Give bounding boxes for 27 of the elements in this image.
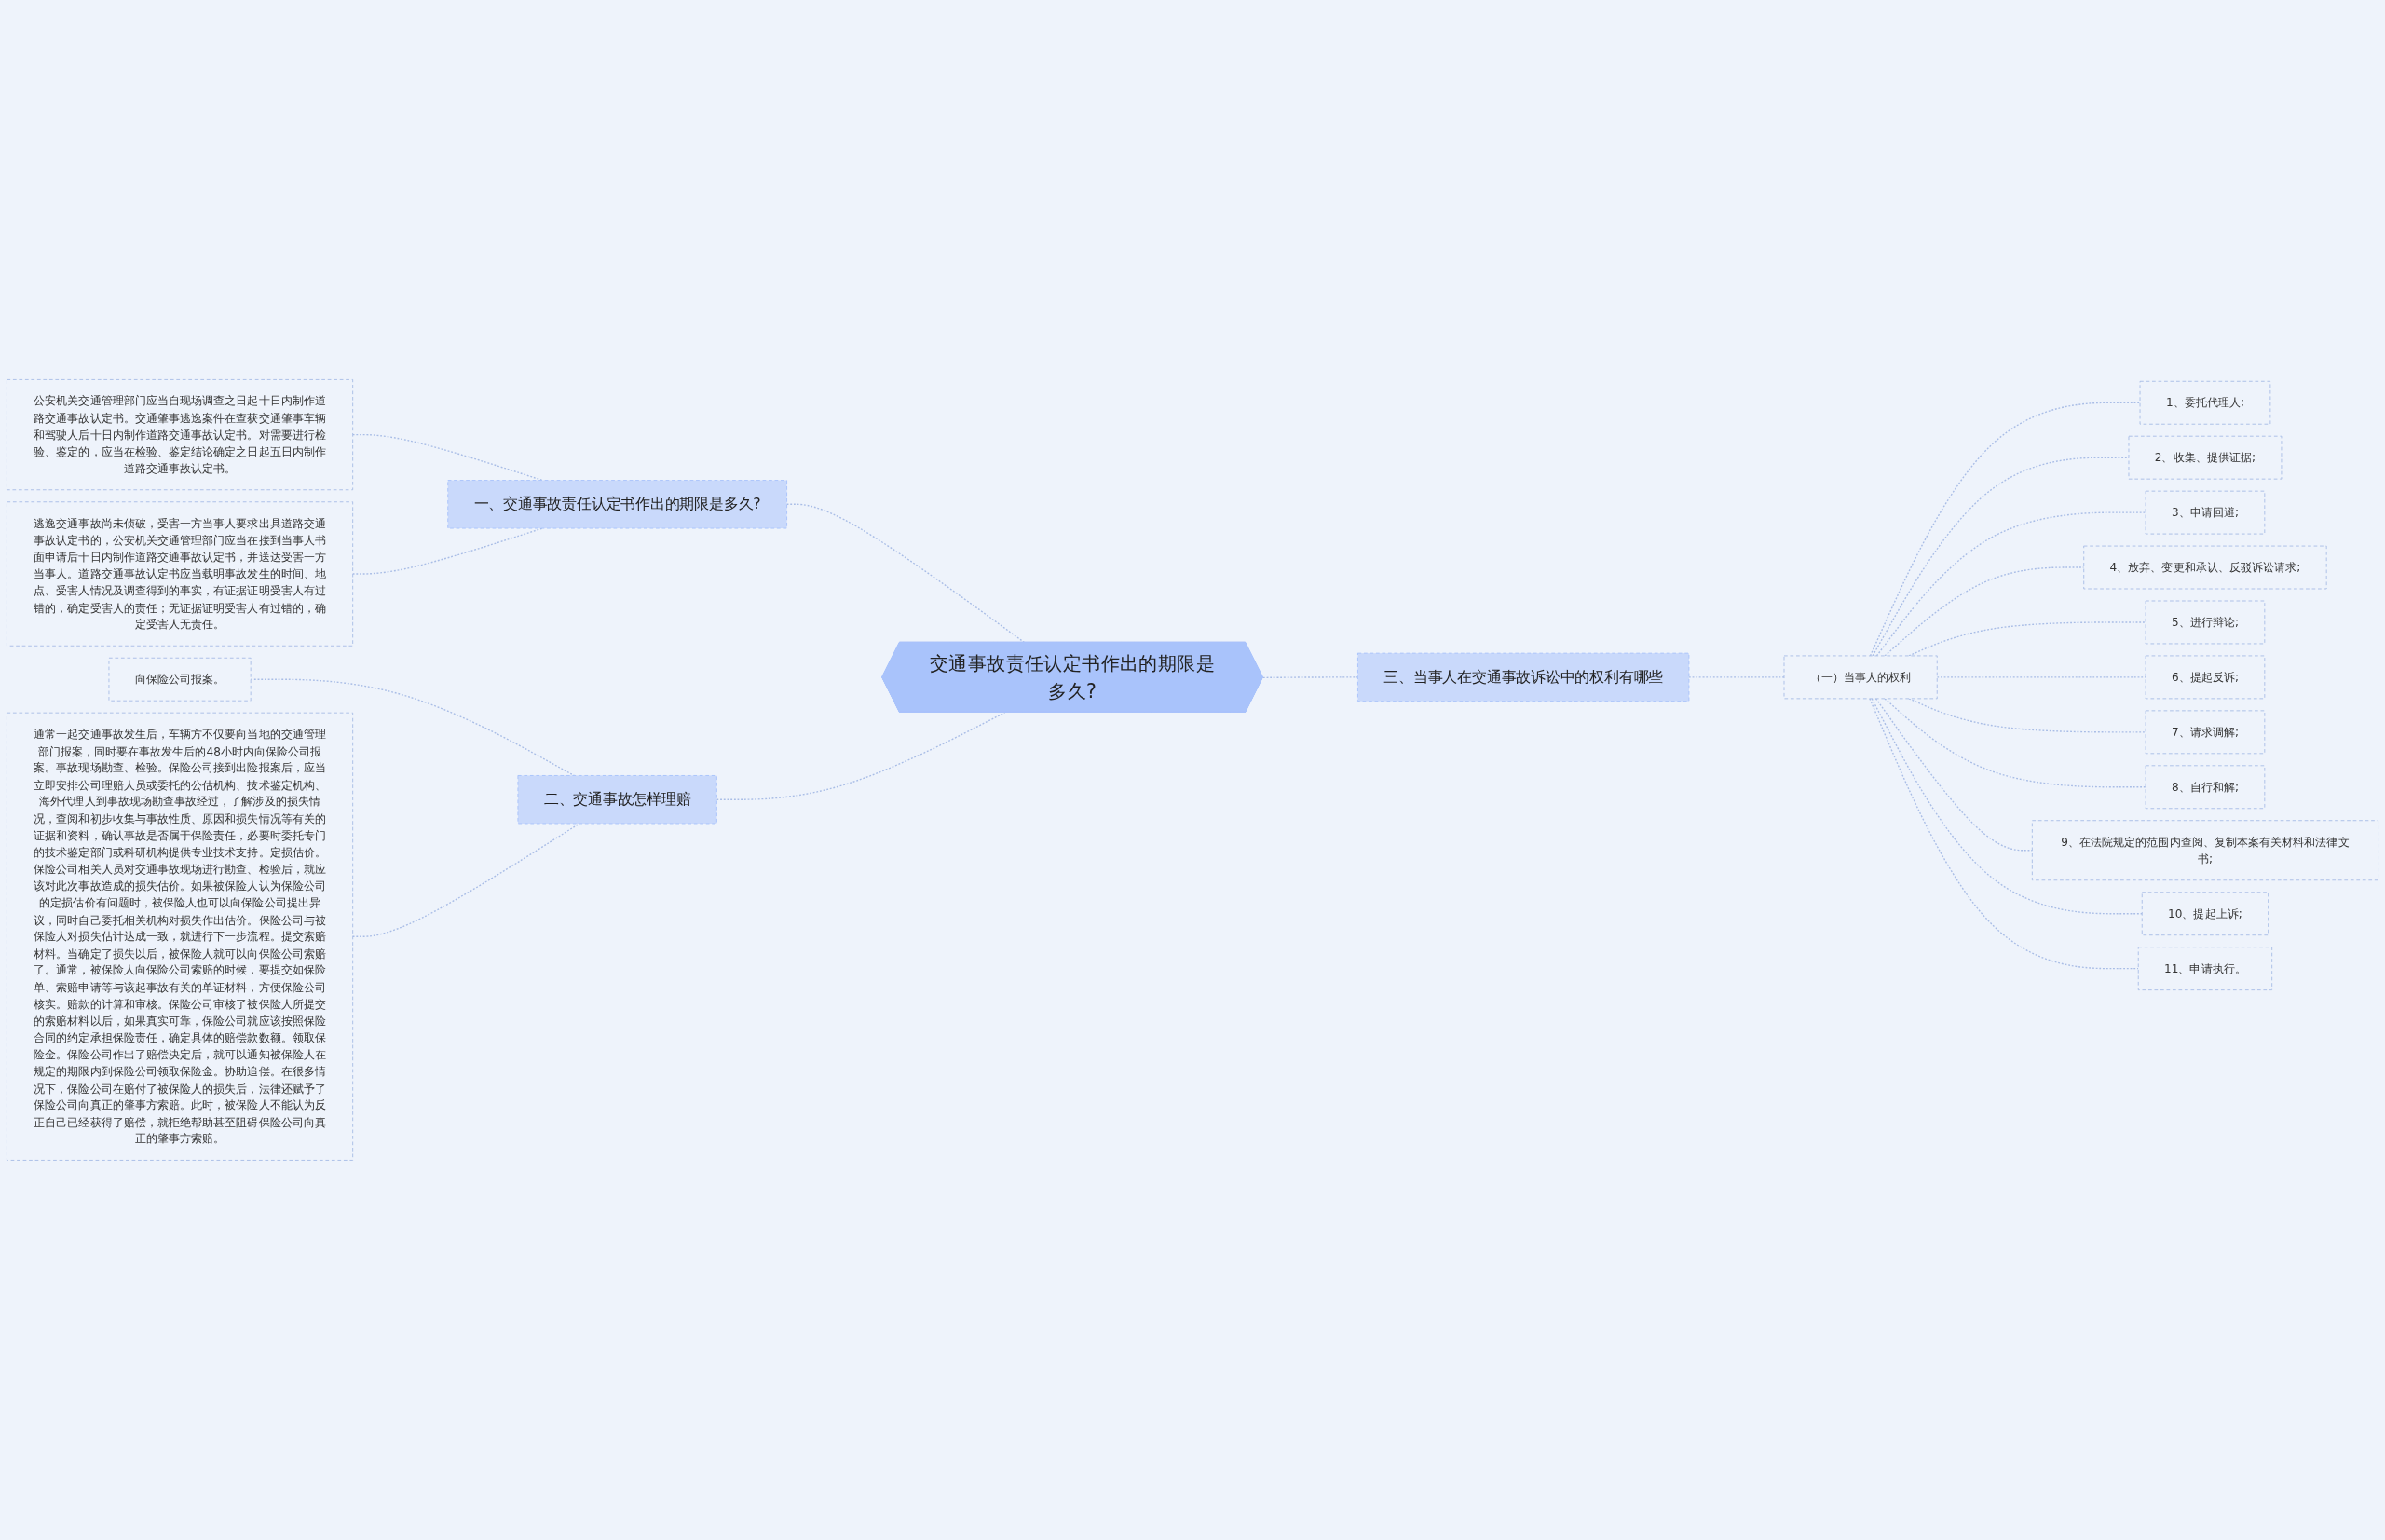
node-box: 逃逸交通事故尚未侦破，受害一方当事人要求出具道路交通事故认定书的，公安机关交通管理部门应当在接到当事人书面申请后十日内制作道路交通事故认定书，并送达受害一方当事人。道路交通事故认定书应当载明事故发生的时间、地点、受害人情况及调查得到的事实，有证据证明受害人有过错的，确定受害人的责任；无证据证明受害人有过错的，确定受害人无责任。 (6, 501, 354, 647)
node-box: 三、当事人在交通事故诉讼中的权利有哪些 (1357, 652, 1690, 702)
connector (716, 712, 1006, 800)
connector (1884, 698, 2146, 788)
node-box: 7、请求调解; (2145, 710, 2266, 755)
node-box: （一）当事人的权利 (1783, 655, 1938, 700)
node-box: 1、委托代理人; (2139, 380, 2271, 425)
connector (1871, 698, 2143, 915)
connector (1872, 457, 2130, 657)
connector (1869, 698, 2139, 970)
node-box: 10、提起上诉; (2141, 892, 2269, 936)
node-box: 8、自行和解; (2145, 765, 2266, 810)
node-box: 向保险公司报案。 (108, 657, 252, 702)
connector (1869, 402, 2141, 657)
node-box: 3、申请回避; (2145, 490, 2266, 535)
node-box: 11、申请执行。 (2137, 947, 2273, 991)
node-box: 通常一起交通事故发生后，车辆方不仅要向当地的交通管理部门报案，同时要在事故发生后的48小时内向保险公司报案。事故现场勘查、检验。保险公司接到出险报案后，应当立即安排公司理赔人员或委托的公估机构、技术鉴定机构、海外代理人到事故现场勘查事故经过，了解涉及的损失情况，查阅和初步收集与事故性质、原因和损失情况等有关的证据和资料，确认事故是否属于保险责任，必要时委托专门的技术鉴定部门或科研机构提供专业技术支持。定损估价。保险公司相关人员对交通事故现场进行勘查、检验后，就应该对此次事故造成的损失估价。如果被保险人认为保险公司的定损估价有问题时，被保险人也可以向保险公司提出异议，同时自己委托相关机构对损失作出估价。保险公司与被保险人对损失估计达成一致，就进行下一步流程。提交索赔材料。当确定了损失以后，被保险人就可以向保险公司索赔了。通常，被保险人向保险公司索赔的时候，要提交如保险单、索赔申请等与该起事故有关的单证材料，方便保险公司核实。赔款的计算和审核。保险公司审核了被保险人所提交的索赔材料以后，如果真实可靠，保险公司就应该按照保险合同的约定承担保险责任，确定具体的赔偿款数额。领取保险金。保险公司作出了赔偿决定后，就可以通知被保险人在规定的期限内到保险公司领取保险金。协助追偿。在很多情况下，保险公司在赔付了被保险人的损失后，法律还赋予了保险公司向真正的肇事方索赔。此时，被保险人不能认为反正自己已经获得了赔偿，就拒绝帮助甚至阻碍保险公司向真正的肇事方索赔。 (6, 712, 354, 1161)
node-box: 9、在法院规定的范围内查阅、复制本案有关材料和法律文书; (2031, 820, 2379, 881)
node-box: 二、交通事故怎样理赔 (517, 775, 717, 825)
node-box: 5、进行辩论; (2145, 600, 2266, 645)
node-box: 2、收集、提供证据; (2128, 435, 2283, 480)
node-box: 4、放弃、变更和承认、反驳诉讼请求; (2083, 545, 2327, 590)
node-box: 一、交通事故责任认定书作出的期限是多久? (447, 480, 788, 529)
connector (1875, 511, 2146, 657)
node-box: 公安机关交通管理部门应当自现场调查之日起十日内制作道路交通事故认定书。交通肇事逃逸案件在查获交通肇事车辆和驾驶人后十日内制作道路交通事故认定书。对需要进行检验、鉴定的，应当在检验、鉴定结论确定之日起五日内制作道路交通事故认定书。 (6, 379, 354, 491)
node-box: 6、提起反诉; (2145, 655, 2266, 700)
connector (351, 823, 580, 938)
